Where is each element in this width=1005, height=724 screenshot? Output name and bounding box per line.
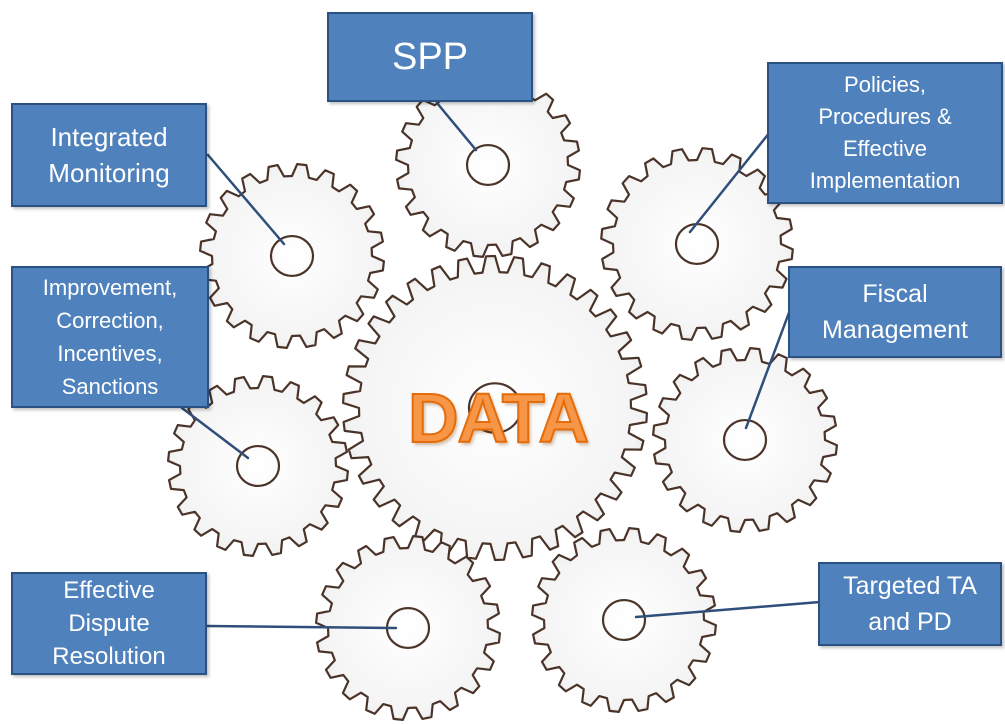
policies-connector bbox=[688, 130, 772, 234]
improvement-gear-outline bbox=[167, 375, 349, 557]
dispute-label-line-1: Effective bbox=[63, 577, 155, 604]
center-gear-outline bbox=[342, 254, 648, 562]
fiscal-label-line-1: Fiscal bbox=[862, 280, 928, 308]
monitoring-gear bbox=[199, 163, 385, 349]
integrated-monitoring-box: Integrated Monitoring bbox=[11, 103, 207, 207]
improvement-label-line-2: Correction, bbox=[56, 308, 164, 333]
improvement-label-line-3: Incentives, bbox=[57, 341, 163, 366]
spp-label-line-1: SPP bbox=[391, 36, 469, 78]
policies-label-line-3: Effective bbox=[843, 136, 927, 161]
targeted-label-line-1: Targeted TA bbox=[843, 572, 977, 600]
policies-label-line-4: Implementation bbox=[809, 168, 961, 193]
improvement-gear-hole bbox=[235, 444, 281, 488]
improvement-label-line-1: Improvement, bbox=[42, 275, 178, 300]
policies-gear-outline bbox=[600, 147, 794, 341]
policies-procedures-box: Policies, Procedures & Effective Impleme… bbox=[767, 62, 1003, 204]
spp-gear-hole bbox=[465, 143, 511, 187]
fiscal-management-box: Fiscal Management bbox=[788, 266, 1002, 358]
fiscal-gear bbox=[652, 347, 838, 533]
targeted-gear bbox=[531, 527, 717, 713]
dispute-label-line-2: Dispute bbox=[68, 610, 150, 637]
integrated-monitoring-label-line-2: Monitoring bbox=[48, 158, 170, 188]
improvement-connector bbox=[180, 406, 250, 460]
fiscal-gear-hole bbox=[722, 418, 768, 462]
monitoring-gear-hole bbox=[269, 234, 315, 278]
targeted-label-line-2: and PD bbox=[868, 608, 952, 636]
center-data-title: DATA bbox=[407, 378, 590, 458]
improvement-label-line-4: Sanctions bbox=[61, 374, 159, 399]
targeted-gear-hole bbox=[601, 598, 647, 642]
improvement-gear bbox=[167, 375, 349, 557]
policies-label-line-1: Policies, bbox=[844, 72, 926, 97]
center-gear bbox=[342, 254, 648, 562]
targeted-connector bbox=[634, 600, 822, 619]
integrated-monitoring-label-line-1: Integrated bbox=[50, 122, 168, 152]
policies-gear bbox=[600, 147, 794, 341]
dispute-connector bbox=[205, 624, 398, 630]
monitoring-connector bbox=[206, 153, 286, 246]
fiscal-label-line-2: Management bbox=[822, 316, 968, 344]
spp-box: SPP bbox=[327, 12, 533, 102]
targeted-ta-box: Targeted TA and PD bbox=[818, 562, 1002, 646]
dispute-label-line-3: Resolution bbox=[52, 643, 166, 670]
monitoring-gear-outline bbox=[199, 163, 385, 349]
dispute-resolution-box: Effective Dispute Resolution bbox=[11, 572, 207, 675]
policies-label-line-2: Procedures & bbox=[818, 104, 952, 129]
fiscal-connector bbox=[744, 308, 792, 430]
fiscal-gear-outline bbox=[652, 347, 838, 533]
center-gear-hole bbox=[467, 382, 523, 434]
targeted-gear-outline bbox=[531, 527, 717, 713]
spp-connector bbox=[435, 101, 478, 152]
improvement-correction-box: Improvement, Correction, Incentives, San… bbox=[11, 266, 209, 408]
